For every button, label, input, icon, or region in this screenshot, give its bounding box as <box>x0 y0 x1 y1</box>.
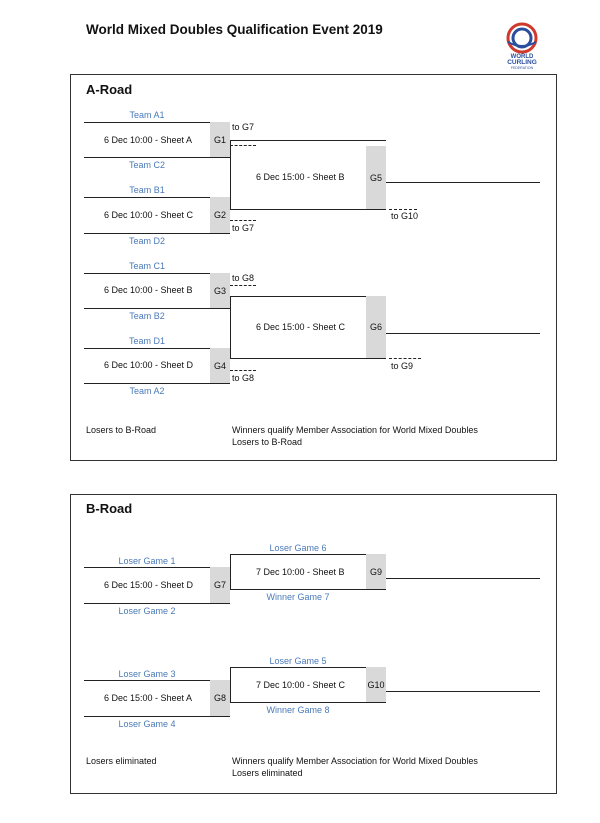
team-b1: Team B1 <box>129 185 165 195</box>
g9-bottom-team: Winner Game 7 <box>266 592 330 602</box>
b-road-note-right-1: Winners qualify Member Association for W… <box>232 756 478 766</box>
b-road-heading: B-Road <box>86 501 133 516</box>
g5-label: 6 Dec 15:00 - Sheet B <box>256 172 345 182</box>
g1-label: 6 Dec 10:00 - Sheet A <box>104 135 193 145</box>
g7-label: 6 Dec 15:00 - Sheet D <box>104 580 194 590</box>
b-road-note-right-2: Losers eliminated <box>232 768 303 778</box>
g4-label: 6 Dec 10:00 - Sheet D <box>104 360 194 370</box>
g3-label: 6 Dec 10:00 - Sheet B <box>104 285 193 295</box>
a-road-note-left: Losers to B-Road <box>86 425 157 435</box>
g2-to: to G7 <box>232 223 255 233</box>
g10-bottom-team: Winner Game 8 <box>266 705 330 715</box>
g5-to: to G10 <box>391 211 419 221</box>
team-c2: Team C2 <box>128 160 165 170</box>
g10-label: 7 Dec 10:00 - Sheet C <box>256 680 346 690</box>
g5-box: G5 <box>366 146 386 209</box>
g8-top-team: Loser Game 3 <box>118 669 176 679</box>
g7-box: G7 <box>210 567 230 603</box>
g9-label: 7 Dec 10:00 - Sheet B <box>256 567 345 577</box>
a-road-panel: A-Road <box>70 74 557 461</box>
g9-top-team: Loser Game 6 <box>269 543 327 553</box>
team-c1: Team C1 <box>128 261 165 271</box>
b-road-panel: B-Road <box>70 494 557 794</box>
svg-text:CURLING: CURLING <box>507 59 537 66</box>
g2-label: 6 Dec 10:00 - Sheet C <box>104 210 194 220</box>
team-a2: Team A2 <box>129 386 165 396</box>
svg-text:FEDERATION: FEDERATION <box>511 66 534 70</box>
a-road-heading: A-Road <box>86 82 133 97</box>
g6-to: to G9 <box>391 361 414 371</box>
g9-box: G9 <box>366 554 386 589</box>
g1-box: G1 <box>210 122 230 157</box>
g7-top-team: Loser Game 1 <box>118 556 176 566</box>
b-road-note-left: Losers eliminated <box>86 756 157 766</box>
team-d1: Team D1 <box>128 336 165 346</box>
g6-label: 6 Dec 15:00 - Sheet C <box>256 322 346 332</box>
a-road-note-right-2: Losers to B-Road <box>232 437 303 447</box>
g8-label: 6 Dec 15:00 - Sheet A <box>104 693 193 703</box>
team-a1: Team A1 <box>129 110 165 120</box>
g10-box: G10 <box>366 667 386 702</box>
a-road-note-right-1: Winners qualify Member Association for W… <box>232 425 478 435</box>
g10-top-team: Loser Game 5 <box>269 656 327 666</box>
g3-box: G3 <box>210 273 230 308</box>
g2-box: G2 <box>210 197 230 233</box>
svg-text:WORLD: WORLD <box>511 54 534 60</box>
g3-to: to G8 <box>232 273 255 283</box>
g8-box: G8 <box>210 680 230 716</box>
g4-box: G4 <box>210 348 230 383</box>
team-b2: Team B2 <box>129 311 165 321</box>
g1-to: to G7 <box>232 122 255 132</box>
g4-to: to G8 <box>232 373 255 383</box>
team-d2: Team D2 <box>128 236 165 246</box>
g8-bottom-team: Loser Game 4 <box>118 719 176 729</box>
page-title: World Mixed Doubles Qualification Event … <box>86 22 383 37</box>
g7-bottom-team: Loser Game 2 <box>118 606 176 616</box>
g6-box: G6 <box>366 296 386 358</box>
world-curling-logo: WORLD CURLING FEDERATION <box>497 20 547 70</box>
